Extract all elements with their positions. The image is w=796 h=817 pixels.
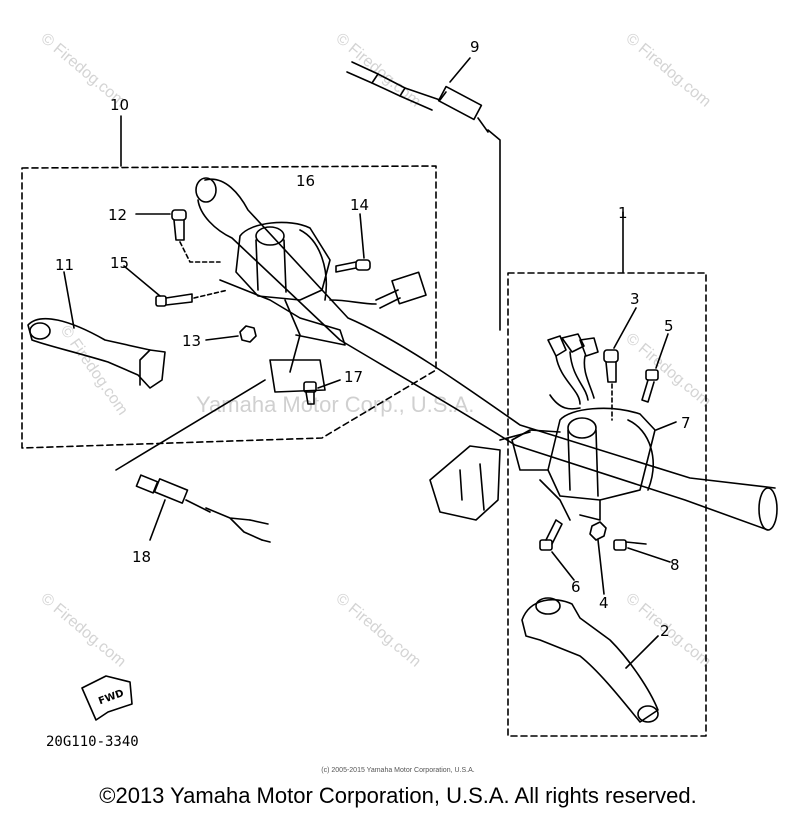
part-4-nut [589,521,607,541]
handlebar [195,177,778,531]
part-9-switch-lead [346,61,489,133]
callout-1: 1 [618,204,628,222]
part-7-lever-holder [511,407,656,521]
watermark: © Firedog.com [37,590,128,671]
callout-15: 15 [110,254,129,272]
part-16-lever-holder [219,221,346,393]
callout-5: 5 [664,317,674,335]
leader-line-11 [63,271,75,329]
watermark: © Firedog.com [622,330,713,411]
callout-9: 9 [470,38,480,56]
leader-line-4 [597,539,605,595]
callout-2: 2 [660,622,670,640]
leader-line-8 [627,547,671,563]
callout-13: 13 [182,332,201,350]
part-code: 20G110-3340 [46,734,139,750]
leader-line-15 [123,265,161,297]
part-18-switch-lead [135,474,271,543]
callout-11: 11 [55,256,74,274]
part-5-screw [641,369,659,403]
part-12-bolt [171,209,221,263]
callout-12: 12 [108,206,127,224]
leader-line-9 [449,57,471,83]
fwd-label: FWD [97,688,125,707]
callout-17: 17 [344,368,363,386]
callout-numbers: 1 2 3 4 5 6 7 8 9 10 11 12 13 14 15 16 1… [55,38,691,640]
callout-3: 3 [630,290,640,308]
part-6-bolt [539,519,563,551]
part-8-screw [613,539,647,551]
callout-4: 4 [599,594,609,612]
callout-16: 16 [296,172,315,190]
watermark: © Firedog.com [332,590,423,671]
leader-line-14 [359,213,365,259]
leader-line-17 [317,379,341,389]
copyright-footer: ©2013 Yamaha Motor Corporation, U.S.A. A… [99,783,697,808]
leader-line-6 [551,551,575,581]
left-switch-connector [329,271,427,309]
fwd-arrow-icon [81,675,133,721]
leader-line-3 [613,307,637,349]
callout-18: 18 [132,548,151,566]
callout-14: 14 [350,196,369,214]
part-15-screw [155,289,229,307]
leader-line-5 [655,333,669,369]
part-11-lever [27,317,166,389]
callout-8: 8 [670,556,680,574]
callout-6: 6 [571,578,581,596]
group-box-1 [507,272,707,737]
leader-line-2 [625,635,659,669]
wire-route [487,129,501,331]
watermark: © Firedog.com [622,30,713,111]
handlebar-clamp [429,431,531,521]
watermark: © Firedog.com [57,323,131,419]
part-17-screw [303,381,317,405]
group-box-10 [21,165,437,449]
leader-line-13 [205,335,239,341]
callout-10: 10 [110,96,129,114]
callout-7: 7 [681,414,691,432]
small-copyright: (c) 2005-2015 Yamaha Motor Corporation, … [321,767,475,774]
leader-line-7 [655,421,677,431]
part-13-nut [239,325,257,343]
leader-line-18 [149,499,166,541]
part-2-lever [521,597,659,723]
watermark: © Firedog.com [332,30,423,111]
part-14-screw [335,259,371,273]
wire-route-18 [115,379,266,471]
watermark-center: Yamaha Motor Corp., U.S.A. [196,392,474,417]
part-3-screw [603,349,619,421]
right-wiring-harness [547,333,599,410]
